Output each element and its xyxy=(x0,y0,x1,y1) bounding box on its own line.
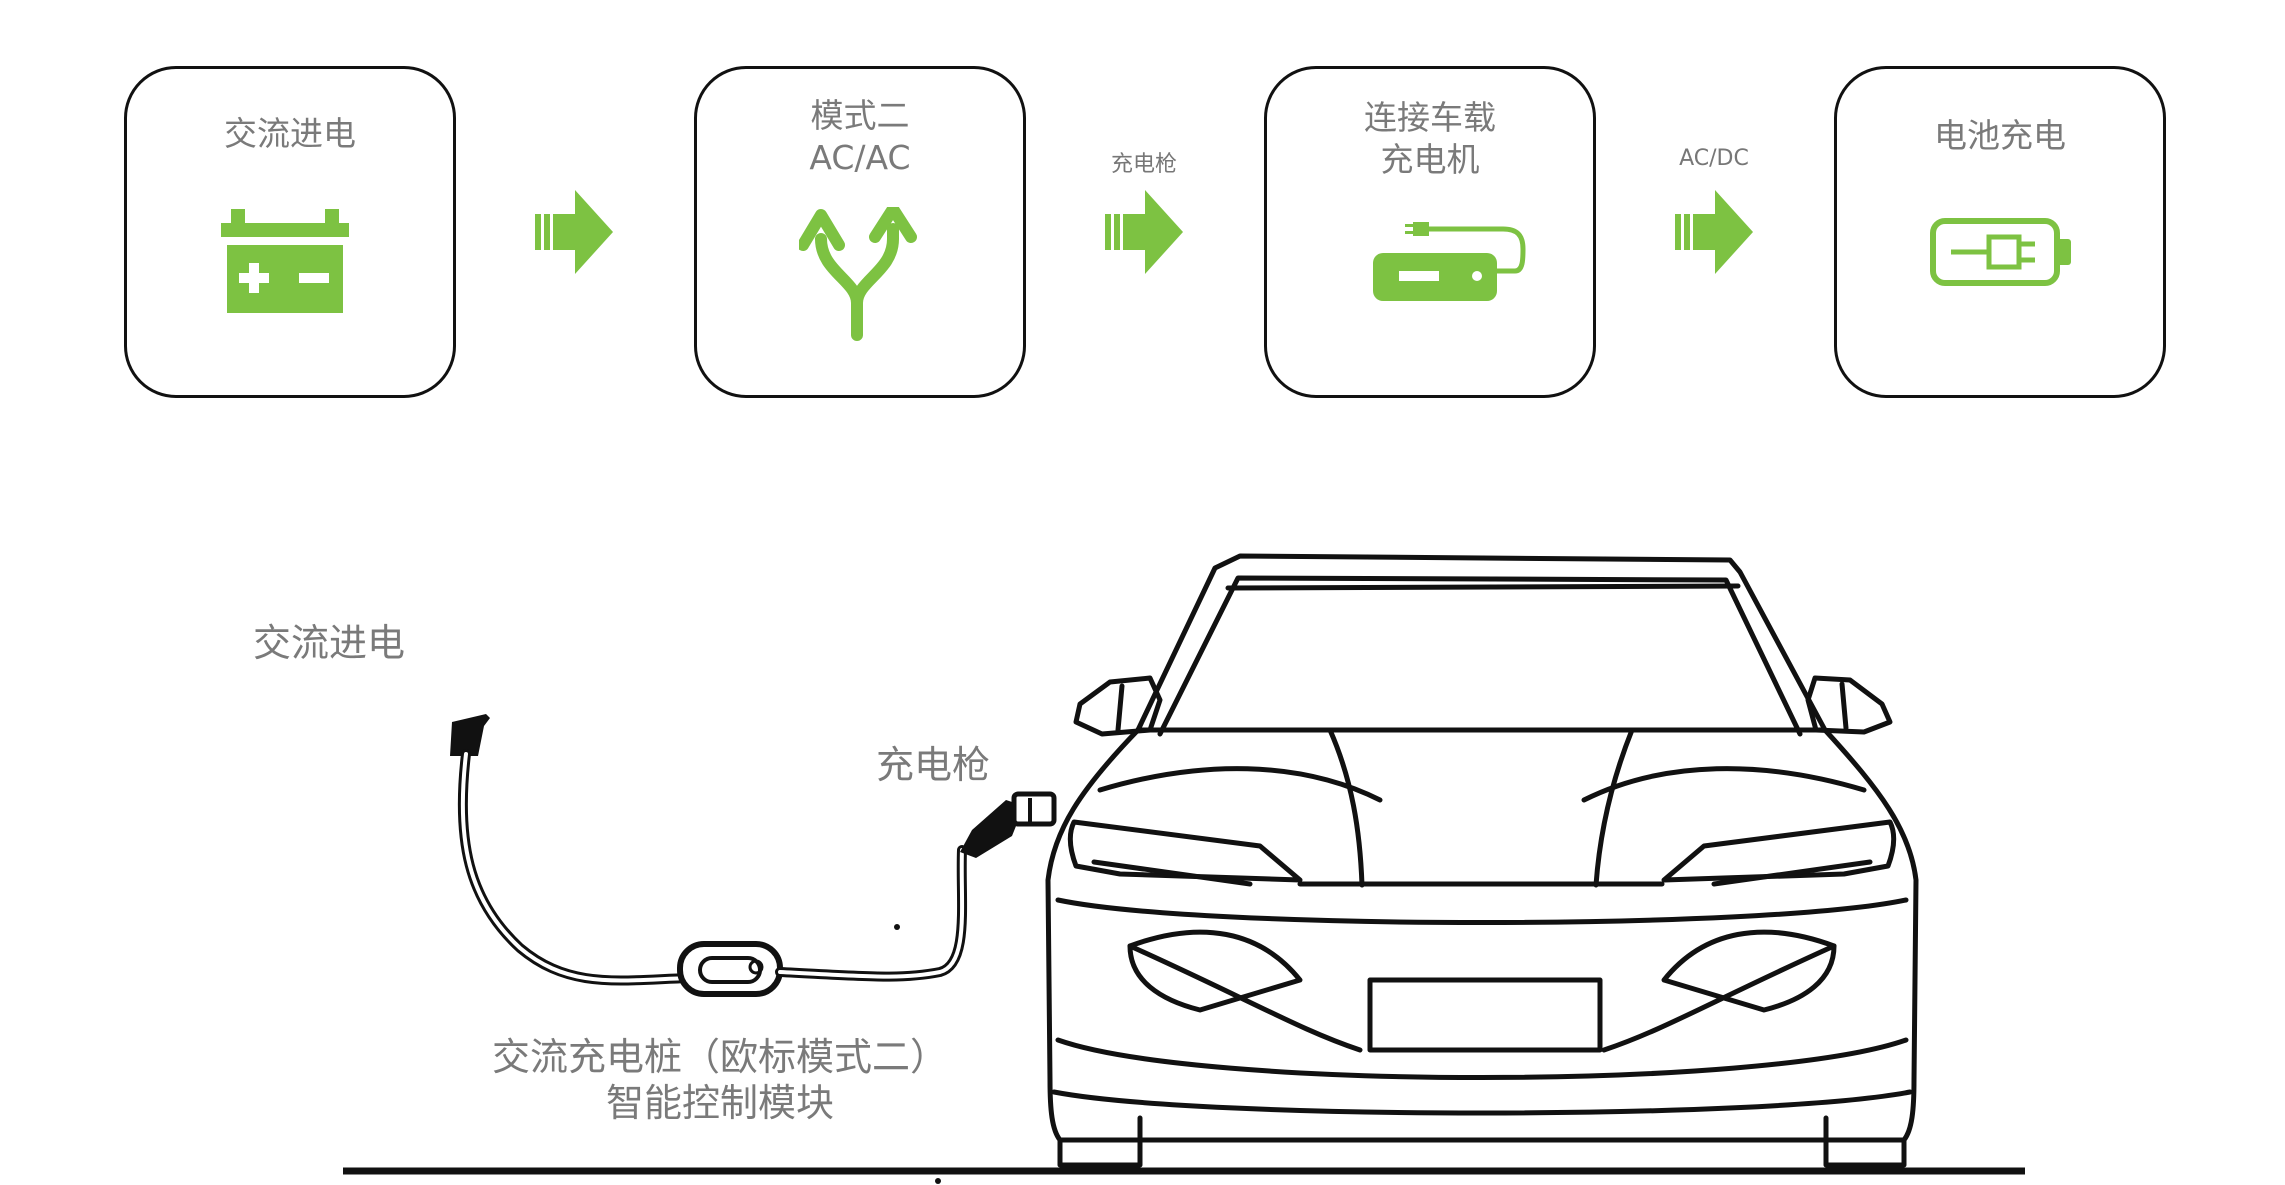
control-module-box xyxy=(677,941,783,997)
step-title: 模式二 AC/AC xyxy=(809,96,911,177)
step-box-ac-input: 交流进电 xyxy=(124,66,456,398)
step-box-mode-two: 模式二 AC/AC xyxy=(694,66,1026,398)
scene-label-charging-gun: 充电枪 xyxy=(876,743,991,787)
scene-label-module-line2: 智能控制模块 xyxy=(605,1081,834,1125)
arrow-label-charging-gun: 充电枪 xyxy=(1110,152,1177,177)
step-title: 电池充电 xyxy=(1934,116,2066,155)
flow-arrow-icon xyxy=(1675,190,1753,274)
scene-label-module-line1: 交流充电桩（欧标模式二） xyxy=(491,1035,948,1079)
wall-plug-icon xyxy=(450,714,490,756)
battery-plus-minus-icon xyxy=(221,209,349,313)
step-title: 交流进电 xyxy=(224,114,356,153)
car-front-illustration xyxy=(1045,553,1919,1168)
arrow-label-ac-dc: AC/DC xyxy=(1679,146,1749,171)
cable-to-charging-gun xyxy=(775,845,968,982)
scene-label-ac-input: 交流进电 xyxy=(253,621,406,665)
power-bank-cable-icon xyxy=(1373,222,1526,301)
cable-to-control-box xyxy=(457,749,695,986)
split-arrows-icon xyxy=(799,207,917,341)
flow-arrow-icon xyxy=(1105,190,1183,274)
step-title: 连接车载 充电机 xyxy=(1364,98,1496,179)
charging-gun-icon xyxy=(960,791,1057,858)
battery-plug-icon xyxy=(1930,218,2071,286)
step-box-battery-charging: 电池充电 xyxy=(1834,66,2166,398)
step-box-onboard-charger: 连接车载 充电机 xyxy=(1264,66,1596,398)
flow-arrow-icon xyxy=(535,190,613,274)
